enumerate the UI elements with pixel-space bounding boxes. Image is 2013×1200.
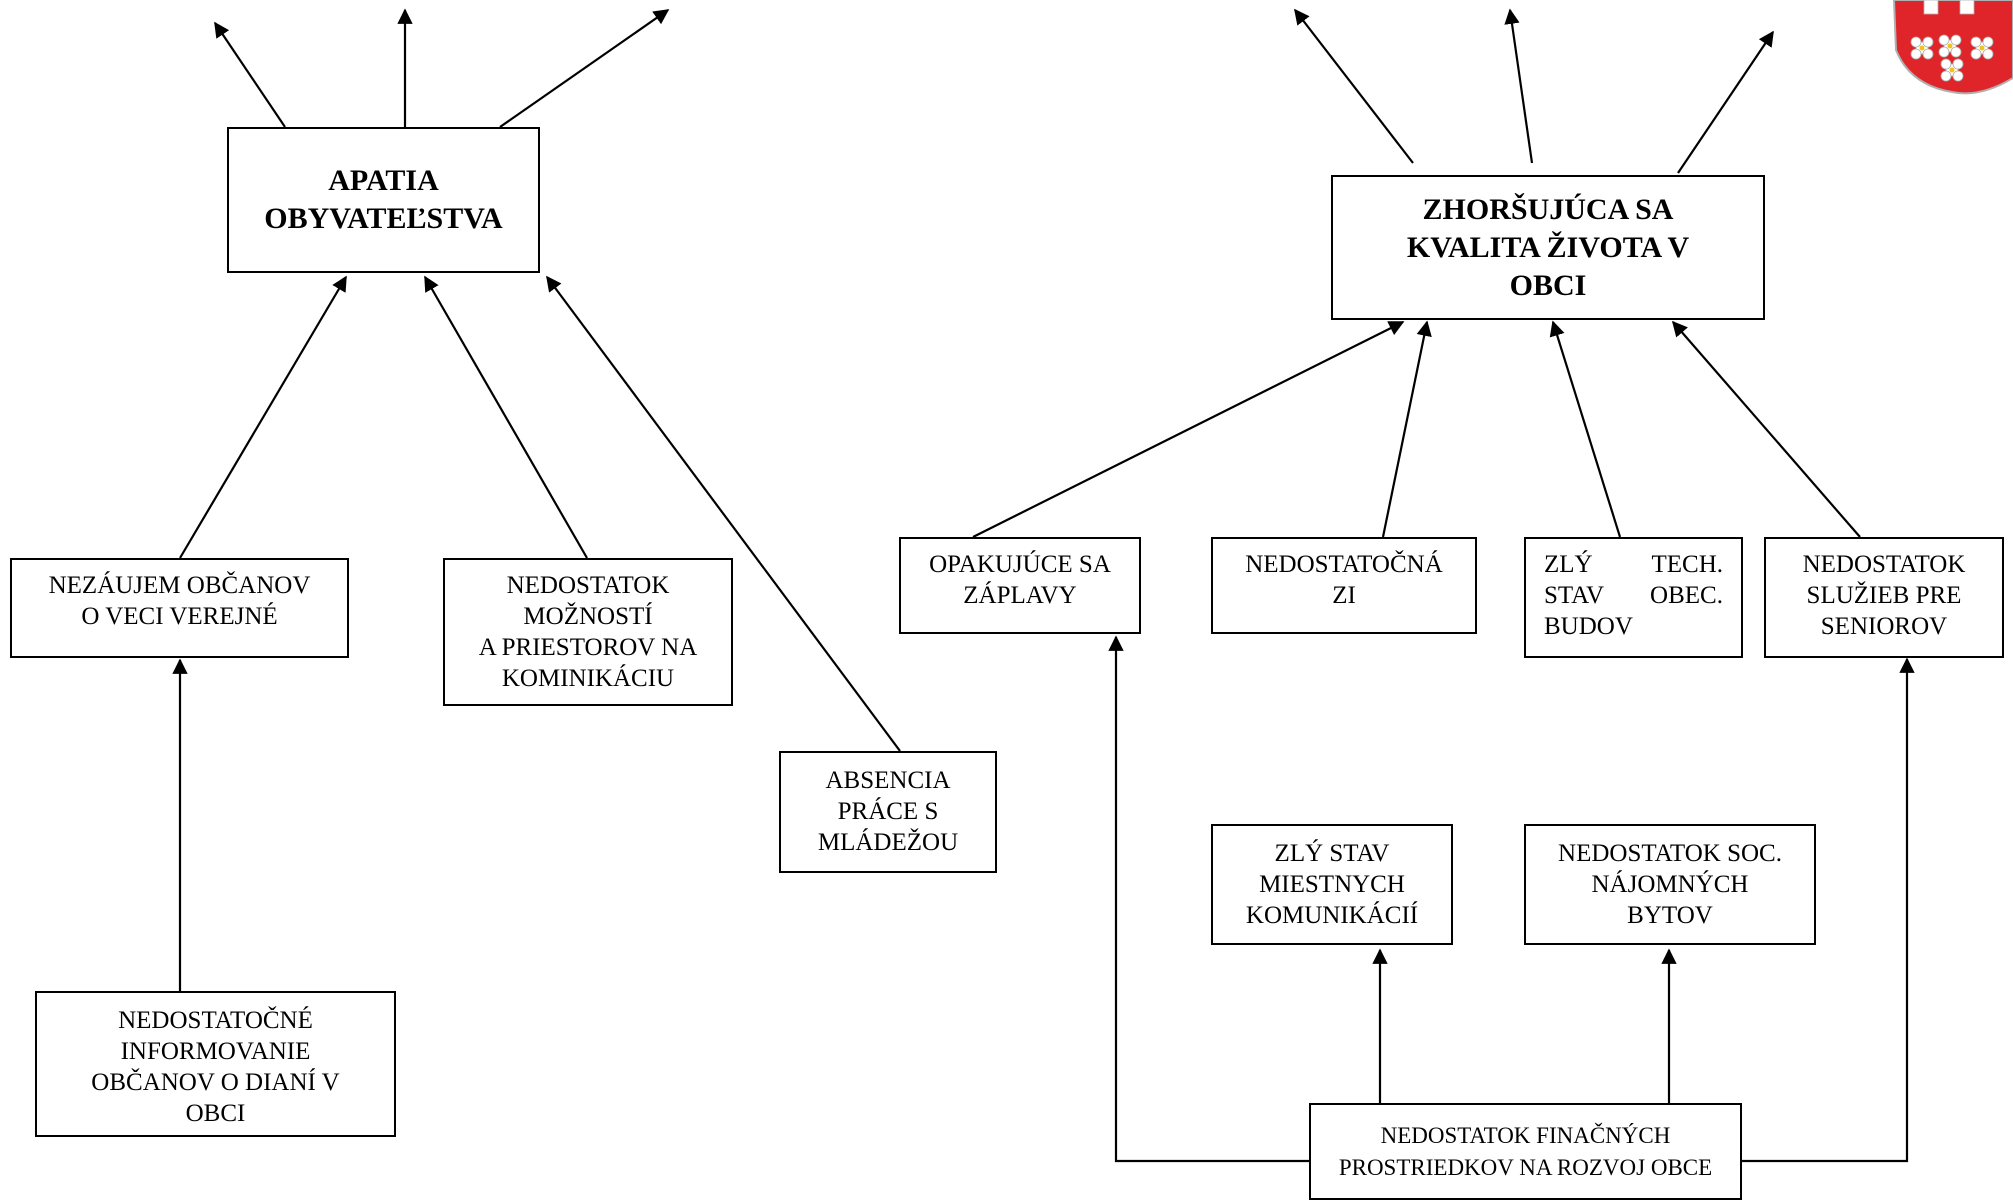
arrow-seniori-to-zhorsujuca xyxy=(1671,320,1861,538)
node-nedostatok-najomnych-bytov: NEDOSTATOK SOC. NÁJOMNÝCH BYTOV xyxy=(1524,824,1816,945)
node-nedostatok-moznosti: NEDOSTATOK MOŽNOSTÍ A PRIESTOROV NA KOMI… xyxy=(443,558,733,706)
node-nedostatocne-informovanie: NEDOSTATOČNÉ INFORMOVANIE OBČANOV O DIAN… xyxy=(35,991,396,1137)
node-nedostatok-financnych-prostriedkov: NEDOSTATOK FINAČNÝCH PROSTRIEDKOV NA ROZ… xyxy=(1309,1103,1742,1200)
arrow-zi-to-zhorsujuca xyxy=(1381,320,1432,538)
arrow-apatia-out-3 xyxy=(499,9,670,128)
node-absencia-prace: ABSENCIA PRÁCE S MLÁDEŽOU xyxy=(779,751,997,873)
arrow-apatia-out-1 xyxy=(214,21,286,128)
node-nezaujem-obcanov: NEZÁUJEM OBČANOV O VECI VEREJNÉ xyxy=(10,558,349,658)
node-nedostatok-sluzieb-seniorov: NEDOSTATOK SLUŽIEB PRE SENIOROV xyxy=(1764,537,2004,658)
arrow-financie-to-zaplavy xyxy=(1108,635,1309,1163)
node-zly-stav-komunikacii: ZLÝ STAV MIESTNYCH KOMUNIKÁCIÍ xyxy=(1211,824,1453,945)
arrow-nezaujem-to-apatia xyxy=(179,275,347,559)
arrow-moznosti-to-apatia xyxy=(424,275,588,559)
node-opakujuce-zaplavy: OPAKUJÚCE SA ZÁPLAVY xyxy=(899,537,1141,634)
arrow-zaplavy-to-zhorsujuca xyxy=(972,321,1405,538)
node-nedostatocna-zi: NEDOSTATOČNÁ ZI xyxy=(1211,537,1477,634)
node-zhorsujuca-kvalita-zivota: ZHORŠUJÚCA SA KVALITA ŽIVOTA V OBCI xyxy=(1331,175,1765,320)
arrow-zhorsujuca-out-2 xyxy=(1504,8,1534,164)
node-apatia-obyvatelstva: APATIA OBYVATEĽSTVA xyxy=(227,127,540,273)
arrow-absencia-to-apatia xyxy=(546,275,901,752)
arrow-zhorsujuca-out-1 xyxy=(1294,8,1414,164)
node-zly-tech-stav: ZLÝ TECH. STAV OBEC. BUDOV xyxy=(1524,537,1743,658)
municipal-coat-of-arms-icon xyxy=(1892,0,2013,95)
arrow-zhorsujuca-out-3 xyxy=(1677,30,1774,174)
arrow-financie-to-seniori xyxy=(1742,657,1915,1163)
arrow-tech-to-zhorsujuca xyxy=(1549,320,1622,538)
